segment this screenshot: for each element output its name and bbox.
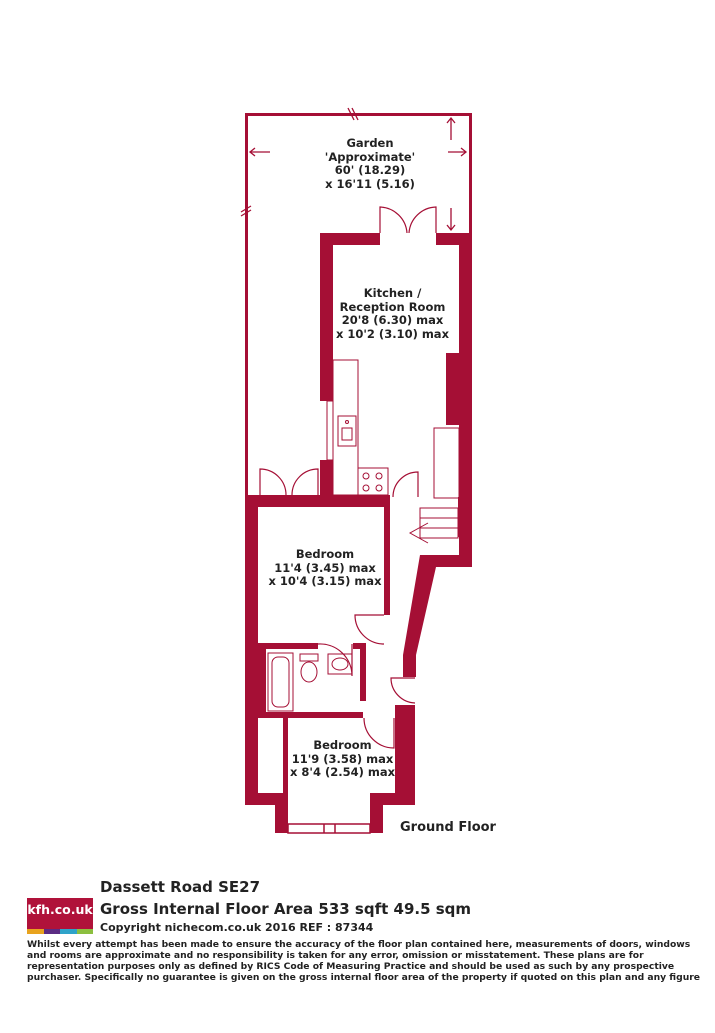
property-address: Dassett Road SE27 [100, 878, 261, 896]
logo-color-bar [44, 929, 60, 934]
kitchen-label: Kitchen / Reception Room 20'8 (6.30) max… [335, 286, 449, 341]
copyright: Copyright nichecom.co.uk 2016 REF : 8734… [100, 921, 374, 934]
logo-color-bar [77, 929, 93, 934]
logo-color-bar [27, 929, 44, 934]
stairs [408, 507, 459, 544]
garden-label: Garden 'Approximate' 60' (18.29) x 16'11… [324, 136, 416, 191]
kfh-logo: kfh.co.uk [27, 898, 93, 934]
disclaimer: Whilst every attempt has been made to en… [27, 939, 701, 983]
exterior-walls [245, 233, 472, 833]
logo-text: kfh.co.uk [27, 902, 93, 917]
garden-outline [245, 113, 472, 498]
bedroom2-label: Bedroom 11'9 (3.58) max x 8'4 (2.54) max [290, 738, 395, 779]
bedroom1-label: Bedroom 11'4 (3.45) max x 10'4 (3.15) ma… [268, 547, 382, 588]
garden-dimension-arrows [240, 107, 468, 232]
bay-window [287, 823, 371, 834]
bathroom-fittings [267, 652, 353, 712]
floor-label: Ground Floor [400, 820, 496, 835]
interior-walls [258, 495, 464, 795]
logo-color-bar [60, 929, 77, 934]
floor-area: Gross Internal Floor Area 533 sqft 49.5 … [100, 900, 472, 918]
kitchen-units [326, 359, 460, 499]
